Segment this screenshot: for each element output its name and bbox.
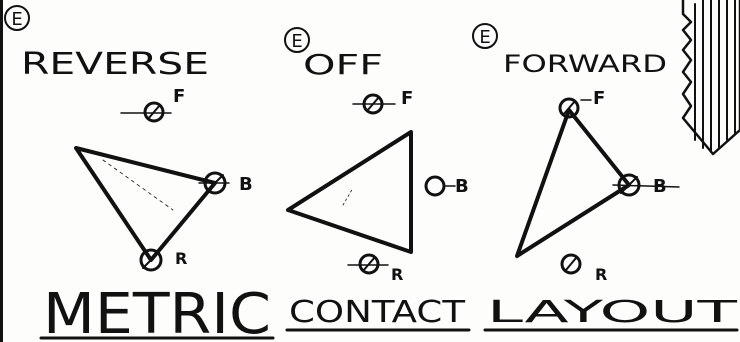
contact-label-rear: R <box>175 249 187 268</box>
contact-triangle-off <box>286 130 413 254</box>
panel-marker-off: E <box>284 27 310 53</box>
panel-label-off: OFF <box>303 48 383 81</box>
contact-rear <box>358 253 380 275</box>
contact-triangle-forward <box>515 108 631 258</box>
contact-front <box>558 97 580 119</box>
footer-word-metric: METRIC <box>43 282 271 342</box>
contact-label-rear: R <box>391 265 403 284</box>
contact-back <box>424 175 446 197</box>
contact-triangle-reverse <box>74 146 217 262</box>
panel-marker-reverse: E <box>4 5 30 31</box>
contact-label-rear: R <box>595 265 607 284</box>
contact-rear <box>560 253 582 275</box>
contact-back <box>617 173 641 197</box>
footer-word-contact: CONTACT <box>289 295 466 330</box>
panel-label-reverse: REVERSE <box>21 47 209 82</box>
panel-marker-letter: E <box>479 27 490 48</box>
contact-rear <box>139 248 163 272</box>
contact-layout-drawing: E REVERSE F B R E OFF F <box>4 0 740 342</box>
contact-label-front: F <box>593 88 605 109</box>
panel-marker-letter: E <box>291 31 302 52</box>
contact-front <box>362 93 384 115</box>
panel-label-forward: FORWARD <box>503 50 667 78</box>
contact-label-front: F <box>401 88 413 109</box>
panel-reverse: E REVERSE F B R <box>4 5 253 272</box>
contact-front <box>143 101 165 123</box>
panel-off: E OFF F B R <box>284 27 469 284</box>
contact-back <box>203 171 227 195</box>
panel-forward: E FORWARD F B R <box>472 23 680 284</box>
contact-label-front: F <box>173 86 185 107</box>
footer-word-layout: LAYOUT <box>487 295 738 330</box>
key-blade-illustration <box>681 0 740 156</box>
contact-label-back: B <box>455 176 469 197</box>
panel-marker-letter: E <box>11 9 22 30</box>
contact-label-back: B <box>239 174 253 195</box>
panel-marker-forward: E <box>472 23 498 49</box>
diagram-footer: METRIC CONTACT LAYOUT <box>39 282 739 342</box>
contact-label-back: B <box>653 176 667 197</box>
